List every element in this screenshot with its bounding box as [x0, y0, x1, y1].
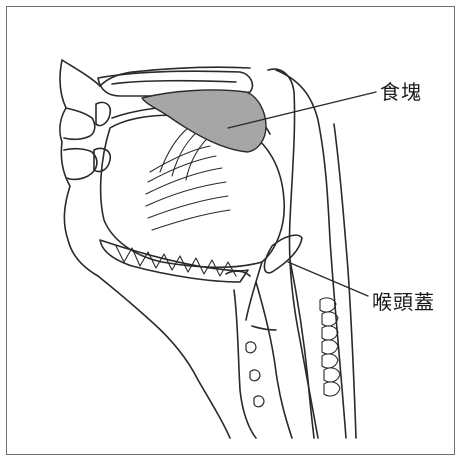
- mandible: [100, 240, 248, 282]
- nasal-outline: [62, 60, 100, 86]
- epiglottis-label: 喉頭蓋: [372, 286, 435, 315]
- epiglottis-leader-line: [288, 262, 368, 296]
- tracheal-rings: [246, 342, 264, 407]
- vocal-fold: [252, 326, 276, 330]
- bolus-label: 食塊: [380, 76, 422, 105]
- pharynx-posterior-wall: [268, 69, 318, 438]
- nasal-turbinate: [112, 81, 236, 84]
- lower-lip: [64, 149, 97, 180]
- larynx-front: [234, 290, 256, 438]
- vertebrae: [320, 298, 340, 396]
- upper-tooth: [96, 102, 110, 125]
- larynx-back: [256, 282, 292, 438]
- upper-lip: [64, 108, 95, 139]
- spine-line: [334, 124, 356, 438]
